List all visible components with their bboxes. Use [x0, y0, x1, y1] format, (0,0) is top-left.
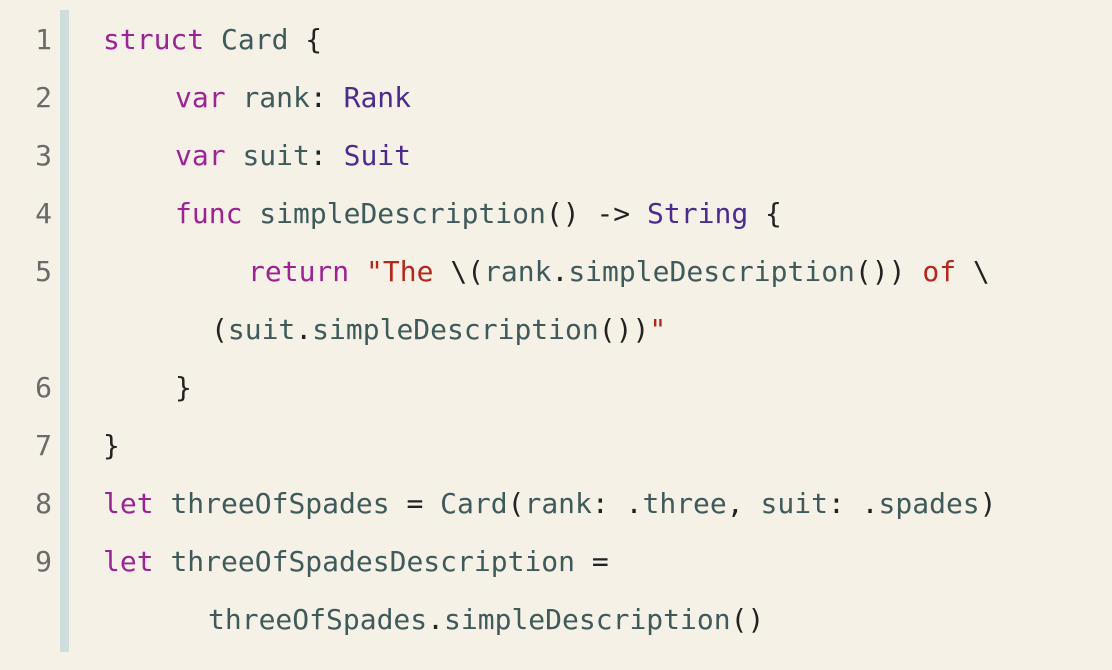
- code-token: Rank: [343, 81, 412, 114]
- line-number: 5: [35, 255, 52, 288]
- code-text: struct Card {: [103, 20, 322, 60]
- code-token: suit: [760, 487, 828, 520]
- code-token: func: [175, 197, 243, 230]
- code-token: ): [979, 487, 997, 520]
- line-number: 1: [35, 23, 52, 56]
- code-token: [154, 545, 171, 578]
- code-token: simpleDescription: [312, 313, 599, 346]
- gutter-bar: [60, 10, 69, 652]
- code-token: \(: [450, 255, 485, 288]
- code-token: \: [956, 255, 990, 288]
- line-number: 6: [35, 371, 52, 404]
- code-text: var rank: Rank: [175, 78, 411, 118]
- code-token: }: [103, 429, 120, 462]
- code-token: of: [922, 255, 957, 288]
- code-token: let: [103, 487, 154, 520]
- code-token: rank: [242, 81, 310, 114]
- code-token: [226, 81, 243, 114]
- code-token: simpleDescription: [259, 197, 546, 230]
- code-token: [154, 487, 171, 520]
- code-token: : .: [591, 487, 643, 520]
- code-token: simpleDescription: [568, 255, 855, 288]
- code-token: suit: [227, 313, 296, 346]
- code-token: Suit: [343, 139, 412, 172]
- code-token: three: [642, 487, 727, 520]
- code-token: [226, 139, 243, 172]
- code-token: : .: [827, 487, 879, 520]
- code-token: =: [575, 545, 609, 578]
- code-token: var: [175, 139, 226, 172]
- code-token: struct: [103, 23, 205, 56]
- code-token: [204, 23, 221, 56]
- code-text: var suit: Suit: [175, 136, 411, 176]
- code-text: (suit.simpleDescription())": [211, 310, 666, 350]
- code-token: threeOfSpadesDescription: [170, 545, 576, 578]
- code-token: spades: [878, 487, 980, 520]
- code-token: .: [295, 313, 313, 346]
- code-token: suit: [242, 139, 310, 172]
- code-text: let threeOfSpades = Card(rank: .three, s…: [103, 484, 997, 524]
- code-token: [242, 197, 259, 230]
- code-token: :: [309, 81, 344, 114]
- code-token: (: [211, 313, 228, 346]
- code-token: rank: [484, 255, 552, 288]
- code-token: ()): [854, 255, 923, 288]
- code-token: [349, 255, 366, 288]
- code-token: return: [248, 255, 350, 288]
- code-token: =: [389, 487, 441, 520]
- line-number: 4: [35, 197, 52, 230]
- code-text: let threeOfSpadesDescription =: [103, 542, 609, 582]
- code-token: :: [309, 139, 344, 172]
- line-number: 2: [35, 81, 52, 114]
- code-token: ,: [726, 487, 761, 520]
- code-token: threeOfSpades: [170, 487, 390, 520]
- code-token: String: [647, 197, 749, 230]
- code-token: {: [748, 197, 782, 230]
- code-token: ": [649, 313, 667, 346]
- code-text: return "The \(rank.simpleDescription()) …: [248, 252, 990, 292]
- code-token: threeOfSpades: [208, 603, 428, 636]
- code-text: func simpleDescription() -> String {: [175, 194, 782, 234]
- line-number: 8: [35, 487, 52, 520]
- code-token: Card: [440, 487, 508, 520]
- code-token: }: [175, 371, 192, 404]
- code-token: let: [103, 545, 154, 578]
- code-token: simpleDescription: [444, 603, 731, 636]
- code-token: Card: [221, 23, 289, 56]
- code-token: (: [507, 487, 525, 520]
- code-text: threeOfSpades.simpleDescription(): [208, 600, 764, 640]
- code-token: .: [551, 255, 569, 288]
- code-text: }: [175, 368, 192, 408]
- code-token: rank: [524, 487, 592, 520]
- line-number: 7: [35, 429, 52, 462]
- line-number: 9: [35, 545, 52, 578]
- code-token: var: [175, 81, 226, 114]
- line-number: 3: [35, 139, 52, 172]
- code-token: "The: [366, 255, 451, 288]
- code-token: {: [288, 23, 323, 56]
- code-token: (): [730, 603, 765, 636]
- code-token: () ->: [545, 197, 648, 230]
- code-text: }: [103, 426, 120, 466]
- code-token: .: [427, 603, 445, 636]
- code-token: ()): [598, 313, 650, 346]
